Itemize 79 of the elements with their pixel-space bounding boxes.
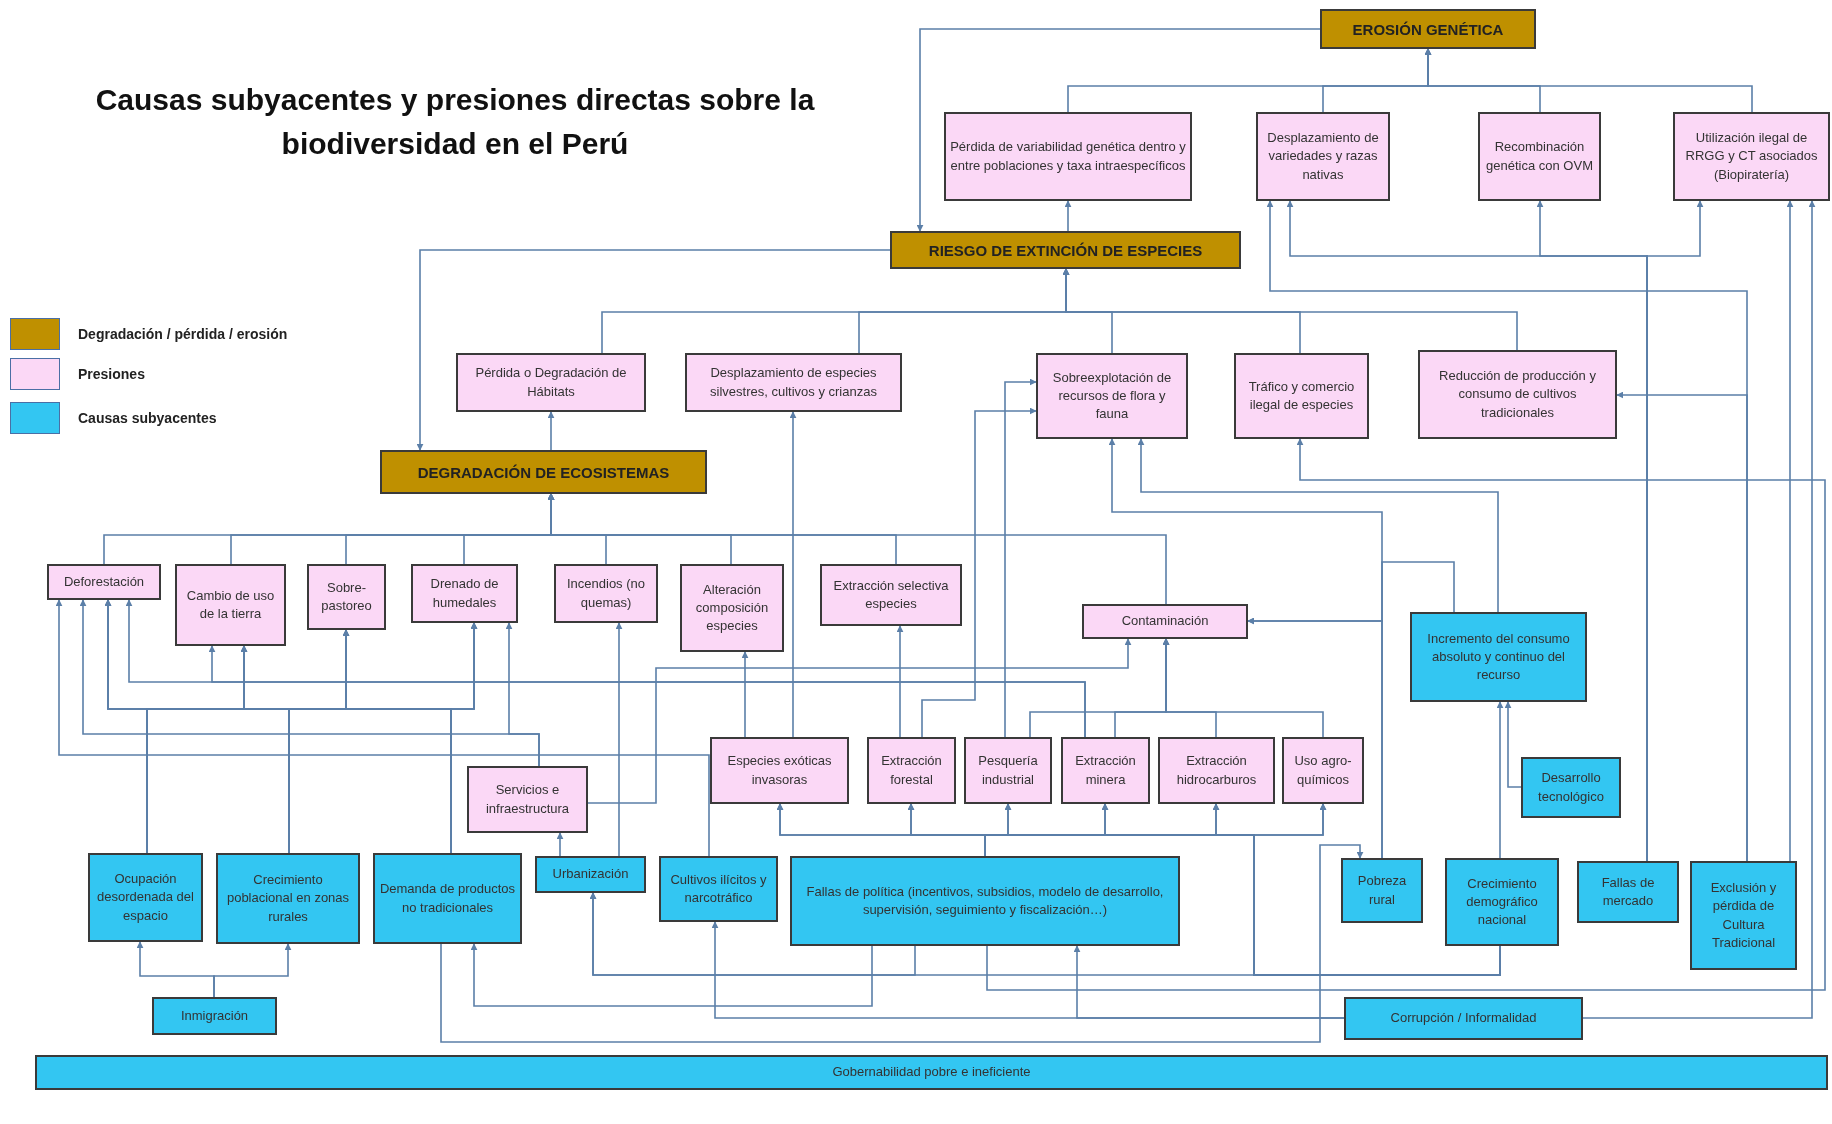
- pressure-box: Alteración composición especies: [680, 564, 784, 652]
- pressure-box: Pesquería industrial: [964, 737, 1052, 804]
- cause-box: Crecimiento poblacional en zonas rurales: [216, 853, 360, 944]
- arrow: [1004, 378, 1037, 738]
- cause-box: Pobreza rural: [1341, 858, 1423, 923]
- title: Causas subyacentes y presiones directas sobre la biodiversidad en el Perú: [94, 82, 816, 162]
- arrow: [450, 622, 478, 854]
- arrow: [213, 943, 292, 998]
- arrow: [587, 638, 1132, 804]
- arrow: [789, 411, 797, 738]
- legend-label: Causas subyacentes: [78, 409, 217, 428]
- arrow: [921, 407, 1037, 738]
- pressure-box: Servicios e infraestructura: [467, 766, 588, 833]
- pressure-box: Drenado de humedales: [411, 564, 518, 623]
- arrow: [1504, 701, 1522, 788]
- cause-box: Gobernabilidad pobre e ineficiente: [35, 1055, 1828, 1090]
- cause-box: Inmigración: [152, 997, 277, 1035]
- arrow: [440, 844, 1364, 1043]
- cause-box: Desarrollo tecnológico: [1521, 757, 1621, 818]
- arrow: [986, 438, 1826, 991]
- arrow: [1108, 438, 1383, 859]
- pressure-box: Desplazamiento de especies silvestres, cultivos y crianzas: [685, 353, 902, 412]
- arrow: [1137, 438, 1499, 613]
- pressure-box: Uso agro-químicos: [1282, 737, 1364, 804]
- arrow: [1582, 200, 1816, 1019]
- pressure-box: Tráfico y comercio ilegal de especies: [1234, 353, 1369, 439]
- arrow: [916, 28, 1321, 232]
- arrow: [1073, 945, 1345, 1019]
- cause-box: Demanda de productos no tradicionales: [373, 853, 522, 944]
- pressure-box: Reducción de producción y consumo de cultivos tradicionales: [1418, 350, 1617, 439]
- pressure-box: Extracción hidrocarburos: [1158, 737, 1275, 804]
- arrow: [1424, 48, 1753, 113]
- pressure-box: Deforestación: [47, 564, 161, 600]
- arrow: [547, 493, 1167, 605]
- arrow: [470, 943, 873, 1007]
- pressure-box: Contaminación: [1082, 604, 1248, 639]
- arrow: [547, 411, 555, 451]
- impact-box: RIESGO DE EXTINCIÓN DE ESPECIES: [890, 231, 1241, 269]
- legend-label: Presiones: [78, 365, 145, 384]
- pressure-box: Especies exóticas invasoras: [710, 737, 849, 804]
- pressure-box: Desplazamiento de variedades y razas nativas: [1256, 112, 1390, 201]
- cause-box: Urbanización: [535, 856, 646, 893]
- pressure-box: Sobreexplotación de recursos de flora y fauna: [1036, 353, 1188, 439]
- pressure-box: Sobre-pastoreo: [307, 564, 386, 630]
- cause-box: Fallas de mercado: [1577, 861, 1679, 923]
- pressure-box: Extracción selectiva especies: [820, 564, 962, 626]
- arrow: [1162, 638, 1324, 738]
- cause-box: Corrupción / Informalidad: [1344, 997, 1583, 1040]
- arrow: [556, 832, 564, 857]
- arrow: [1786, 200, 1794, 862]
- arrow: [741, 651, 749, 738]
- pressure-box: Extracción forestal: [867, 737, 956, 804]
- arrow: [896, 625, 904, 738]
- pressure-box: Pérdida de variabilidad genética dentro y entre poblaciones y taxa intraespecíficos: [944, 112, 1192, 201]
- pressure-box: Cambio de uso de la tierra: [175, 564, 286, 646]
- arrow: [1062, 268, 1518, 351]
- arrow: [416, 249, 891, 451]
- cause-box: Fallas de política (incentivos, subsidios, modelo de desarrollo, supervisión, seguimiento y fiscalización…): [790, 856, 1180, 946]
- arrow: [589, 892, 1501, 976]
- impact-box: DEGRADACIÓN DE ECOSISTEMAS: [380, 450, 707, 494]
- cause-box: Crecimiento demográfico nacional: [1445, 858, 1559, 946]
- impact-box: EROSIÓN GENÉTICA: [1320, 9, 1536, 49]
- cause-box: Exclusión y pérdida de Cultura Tradicional: [1690, 861, 1797, 970]
- cause-box: Incremento del consumo absoluto y continuo del recurso: [1410, 612, 1587, 702]
- pressure-box: Incendios (no quemas): [554, 564, 658, 623]
- arrow: [615, 622, 623, 857]
- arrow: [55, 599, 710, 857]
- cause-box: Cultivos ilícitos y narcotráfico: [659, 856, 778, 922]
- cause-box: Ocupación desordenada del espacio: [88, 853, 203, 942]
- arrow: [208, 645, 1086, 738]
- pressure-box: Pérdida o Degradación de Hábitats: [456, 353, 646, 412]
- arrow: [1616, 391, 1748, 862]
- pressure-box: Utilización ilegal de RRGG y CT asociados (Biopiratería): [1673, 112, 1830, 201]
- pressure-box: Extracción minera: [1061, 737, 1150, 804]
- arrow: [505, 622, 540, 767]
- pressure-box: Recombinación genética con OVM: [1478, 112, 1601, 201]
- legend-label: Degradación / pérdida / erosión: [78, 325, 288, 344]
- arrow: [1496, 701, 1504, 859]
- arrow: [1064, 200, 1072, 232]
